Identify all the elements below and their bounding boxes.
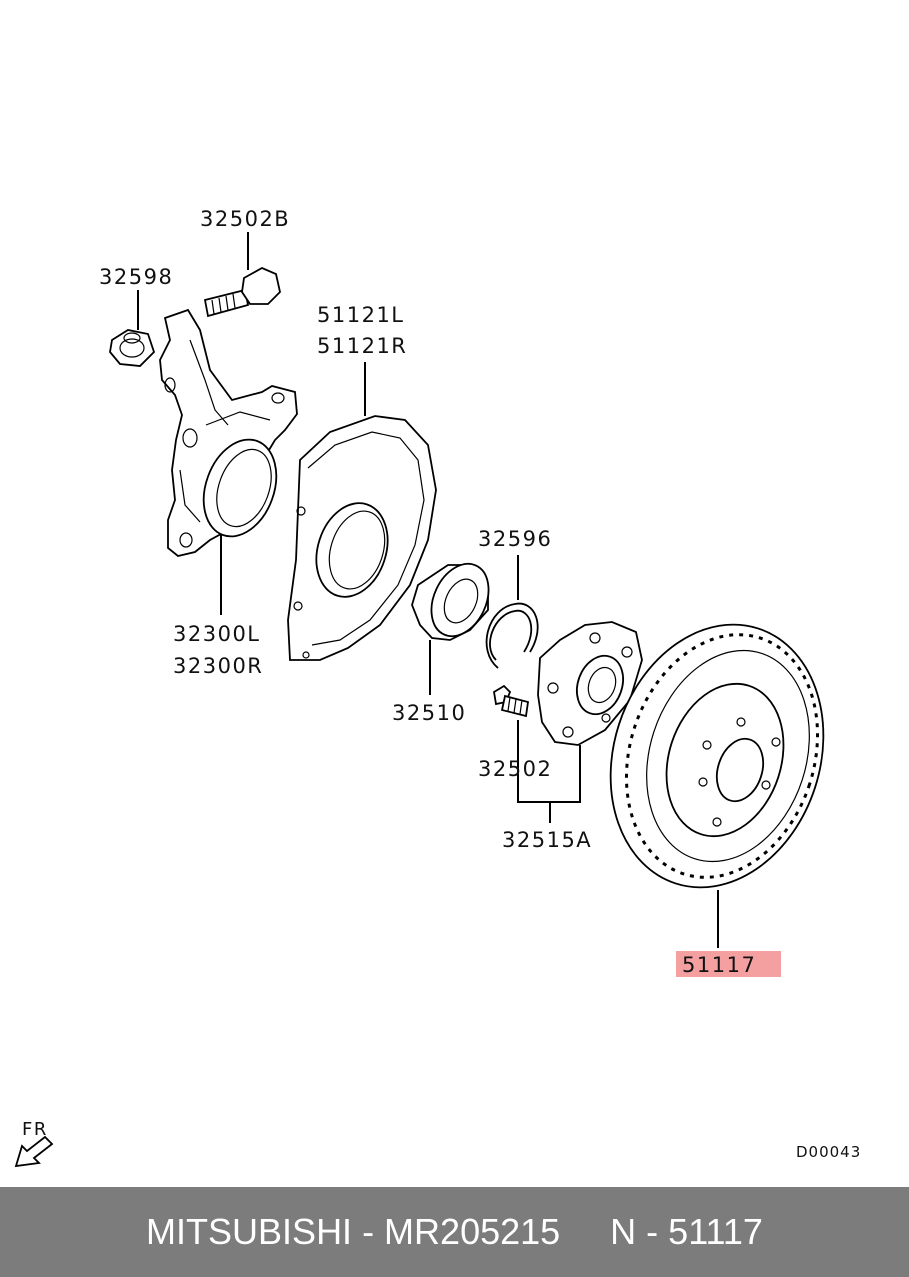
label-51121L: 51121L (317, 303, 405, 327)
exploded-parts-diagram: 32502B 32598 51121L 51121R 32300L 32300R… (14, 207, 861, 1168)
label-51117: 51117 (682, 953, 756, 977)
label-32300L: 32300L (173, 622, 261, 646)
wheel-hub (537, 621, 643, 746)
leader-lines (137, 232, 719, 948)
footer-bar: MITSUBISHI - MR205215 N - 51117 (0, 1187, 909, 1277)
snap-ring (485, 602, 539, 669)
footer-text: MITSUBISHI - MR205215 N - 51117 (146, 1211, 763, 1252)
label-32598: 32598 (99, 265, 173, 289)
wheel-bearing (411, 562, 490, 641)
hub-bolt (493, 684, 530, 718)
knuckle-bolt (203, 266, 281, 318)
brake-disc (609, 623, 825, 889)
hex-nut (109, 329, 156, 367)
highlight-box (676, 951, 781, 977)
direction-label: FR (22, 1119, 48, 1140)
diagram-code: D00043 (796, 1143, 861, 1161)
dust-shield (287, 415, 437, 661)
label-32596: 32596 (478, 527, 552, 551)
front-arrow-icon (14, 1135, 54, 1168)
label-32502B: 32502B (200, 207, 290, 231)
label-32510: 32510 (392, 701, 466, 725)
label-32502: 32502 (478, 757, 552, 781)
label-32515A: 32515A (502, 828, 592, 852)
direction-indicator: FR (14, 1119, 54, 1168)
steering-knuckle (159, 308, 298, 557)
label-51121R: 51121R (317, 334, 407, 358)
label-32300R: 32300R (173, 654, 263, 678)
